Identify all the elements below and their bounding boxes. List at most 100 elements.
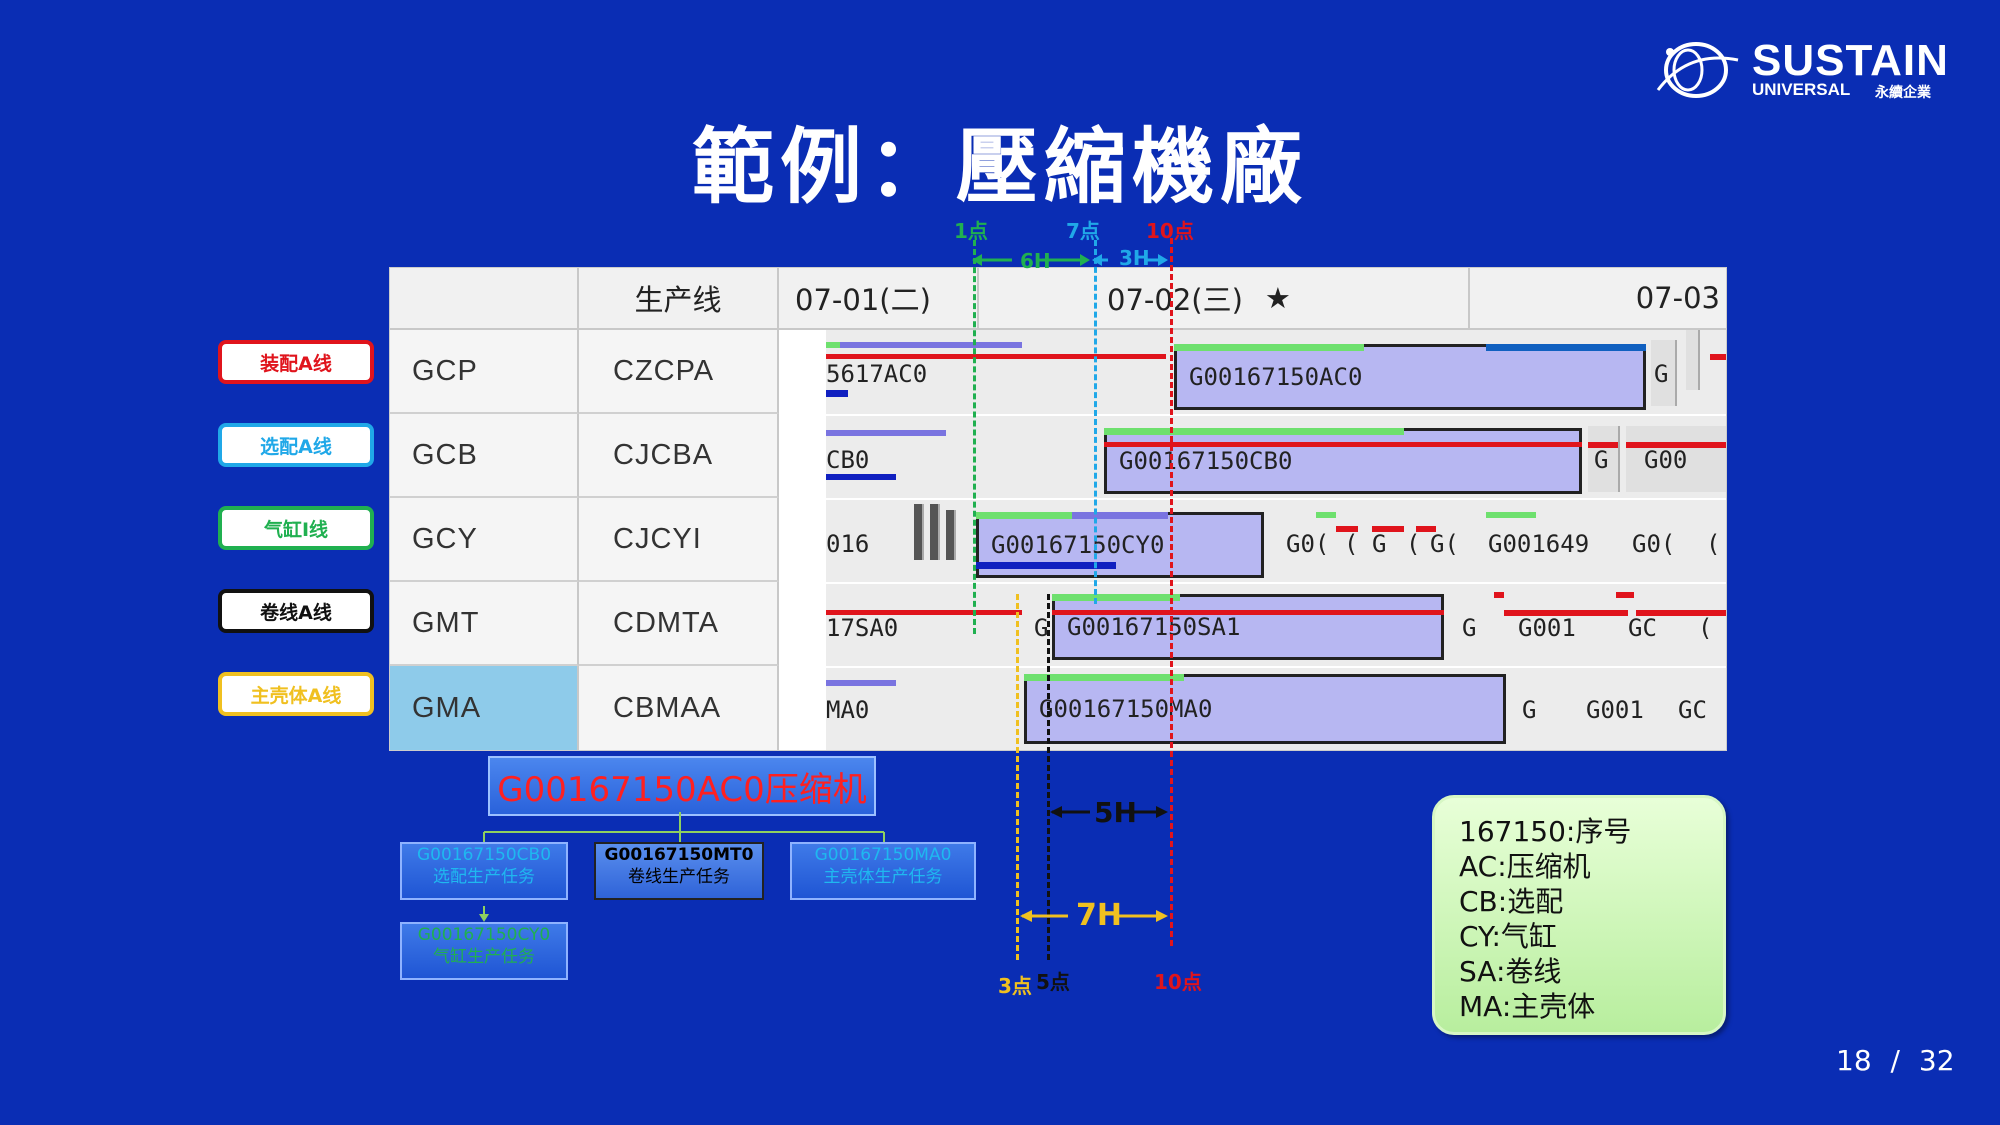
marker-label-10: 10点	[1146, 219, 1194, 243]
task-fragment[interactable]: (	[1344, 530, 1359, 558]
schedule-line	[1416, 526, 1436, 532]
progress-bar	[1174, 344, 1364, 351]
task-fragment[interactable]: 17SA0	[826, 614, 899, 642]
tree-root-compressor[interactable]: G00167150AC0压缩机	[488, 756, 876, 816]
task-fragment[interactable]: (	[1706, 530, 1721, 558]
page-number: 18 / 32	[1836, 1044, 1955, 1077]
tree-node-code: G00167150CY0	[417, 925, 551, 945]
task-fragment[interactable]: G	[1034, 614, 1049, 642]
progress-bar	[826, 430, 946, 436]
schedule-line	[1616, 592, 1634, 598]
tree-node-cy[interactable]: G00167150CY0 气缸生产任务	[400, 922, 568, 980]
task-fragment[interactable]: G	[1594, 446, 1609, 474]
small-task-block[interactable]	[930, 504, 940, 560]
task-fragment[interactable]: (	[1698, 614, 1713, 642]
tree-node-code: G00167150MT0	[604, 845, 754, 865]
schedule-line	[1504, 610, 1628, 616]
progress-bar	[826, 342, 840, 348]
marker-label-1: 1点	[954, 219, 988, 243]
task-fragment[interactable]: G00	[1644, 446, 1688, 474]
task-bar-gcp[interactable]: G00167150AC0	[1174, 344, 1646, 410]
task-fragment[interactable]: (	[1406, 530, 1421, 558]
legend-selection-line: 选配A线	[218, 423, 374, 467]
task-fragment[interactable]: G(	[1430, 530, 1459, 558]
marker-line-5	[1047, 594, 1050, 960]
task-bar-gcb[interactable]: G00167150CB0	[1104, 428, 1582, 494]
tree-node-cb[interactable]: G00167150CB0 选配生产任务	[400, 842, 568, 900]
task-fragment[interactable]: G001649	[1488, 530, 1590, 558]
header-col-code	[390, 268, 579, 330]
schedule-line	[1588, 442, 1618, 448]
progress-bar	[1024, 674, 1184, 681]
gantt-timeline-area: 5617AC0 G00167150AC0 G CB0 G00167150CB0 …	[826, 330, 1726, 750]
task-fragment[interactable]: 5617AC0	[826, 360, 928, 388]
small-task-block[interactable]	[1588, 426, 1620, 492]
schedule-line	[1710, 354, 1726, 360]
task-fragment[interactable]: G	[1522, 696, 1537, 724]
code-legend-item: SA:卷线	[1459, 955, 1562, 988]
tree-node-mt[interactable]: G00167150MT0 卷线生产任务	[594, 842, 764, 900]
task-fragment[interactable]: 016	[826, 530, 870, 558]
progress-bar	[826, 342, 1022, 348]
schedule-line	[826, 610, 1022, 615]
tree-node-ma[interactable]: G00167150MA0 主壳体生产任务	[790, 842, 976, 900]
small-task-block[interactable]	[1651, 340, 1677, 406]
schedule-line	[1626, 442, 1726, 448]
task-fragment[interactable]: G	[1654, 360, 1669, 388]
gantt-chart: 生产线 07-01(二) 07-02(三) ★ 07-03 GCP CZCPA …	[389, 267, 1727, 751]
progress-bar	[1486, 512, 1536, 518]
task-fragment[interactable]: G0(	[1632, 530, 1676, 558]
marker-label-5: 5点	[1036, 970, 1070, 994]
schedule-line	[1636, 610, 1726, 616]
code-legend-item: 167150:序号	[1459, 815, 1632, 848]
marker-label-7: 7点	[1066, 219, 1100, 243]
header-col-line: 生产线	[579, 268, 779, 330]
sustain-logo-icon	[1656, 42, 1739, 98]
small-task-block[interactable]	[1626, 426, 1726, 492]
code-legend-box: 167150:序号 AC:压缩机 CB:选配 CY:气缸 SA:卷线 MA:主壳…	[1432, 795, 1726, 1035]
duration-arrow-7h	[1020, 910, 1168, 922]
gantt-gap-column	[779, 330, 827, 750]
code-legend-item: AC:压缩机	[1459, 850, 1591, 883]
task-fragment[interactable]: G001	[1518, 614, 1576, 642]
progress-bar	[1316, 512, 1336, 518]
small-task-block[interactable]	[1686, 330, 1700, 390]
page-title: 範例：壓縮機廠	[691, 120, 1308, 215]
task-bar-gmt[interactable]: G00167150SA1	[1052, 594, 1444, 660]
row-code: GMT	[390, 582, 579, 666]
task-fragment[interactable]: CB0	[826, 446, 870, 474]
marker-line-1	[973, 240, 976, 634]
logo-main-text: SUSTAIN	[1752, 36, 1949, 85]
page-total: 32	[1918, 1044, 1955, 1077]
progress-bar	[826, 390, 848, 397]
duration-6h: 6H	[1020, 249, 1051, 273]
legend-cylinder-line: 气缸I线	[218, 506, 374, 550]
row-line: CJCYI	[579, 498, 779, 582]
task-fragment[interactable]: MA0	[826, 696, 870, 724]
row-separator	[826, 498, 1726, 500]
code-legend-item: MA:主壳体	[1459, 990, 1596, 1023]
task-fragment[interactable]: G	[1372, 530, 1387, 558]
marker-line-7	[1094, 240, 1097, 604]
code-legend-item: CB:选配	[1459, 885, 1564, 918]
progress-bar	[826, 680, 896, 686]
small-task-block[interactable]	[914, 504, 924, 560]
task-fragment[interactable]: GC	[1628, 614, 1657, 642]
schedule-line	[1336, 526, 1358, 532]
task-fragment[interactable]: G0(	[1286, 530, 1330, 558]
duration-arrow-5h	[1050, 806, 1168, 818]
row-code-selected[interactable]: GMA	[390, 666, 579, 750]
progress-bar	[976, 562, 1116, 569]
task-fragment[interactable]: G001	[1586, 696, 1644, 724]
marker-label-3: 3点	[998, 974, 1032, 998]
page-separator: /	[1890, 1044, 1900, 1077]
row-separator	[826, 582, 1726, 584]
progress-bar	[1052, 594, 1180, 601]
task-fragment[interactable]: G	[1462, 614, 1477, 642]
tree-node-desc: 卷线生产任务	[628, 867, 730, 887]
task-bar-gma[interactable]: G00167150MA0	[1024, 674, 1506, 744]
task-fragment[interactable]: GC	[1678, 696, 1707, 724]
small-task-block[interactable]	[946, 510, 956, 560]
logo-sub-text: UNIVERSAL	[1752, 80, 1851, 99]
marker-line-3	[1016, 594, 1019, 960]
